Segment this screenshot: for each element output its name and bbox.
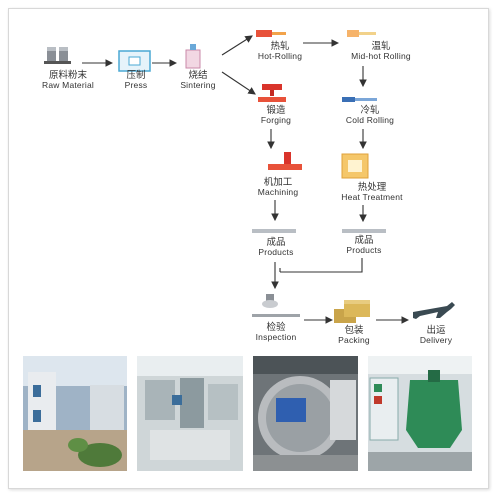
heat-treatment-cn: 热处理: [357, 182, 387, 193]
airplane-icon: [413, 302, 455, 319]
inspection-icon: [252, 294, 300, 317]
heat-treatment-node: 热处理 Heat Treatment: [330, 183, 414, 202]
delivery-node: 出运 Delivery: [408, 326, 464, 345]
packing-icon: [334, 300, 370, 323]
cold-rolling-cn: 冷轧: [360, 105, 380, 116]
inspection-en: Inspection: [255, 331, 297, 342]
forging-cn: 锻造: [266, 105, 286, 116]
flow-arrows: [82, 35, 410, 324]
delivery-cn: 出运: [426, 325, 446, 336]
workshop-photo: [137, 356, 243, 471]
hot-rolling-node: 热轧 Hot-Rolling: [246, 42, 314, 61]
products-right-cn: 成品: [354, 235, 374, 246]
mid-hot-rolling-en: Mid-hot Rolling: [351, 50, 411, 61]
products-icon-left: [252, 229, 296, 233]
forging-node: 锻造 Forging: [246, 106, 306, 125]
products-left-cn: 成品: [266, 237, 286, 248]
raw-material-icon: [44, 47, 71, 64]
forging-en: Forging: [260, 114, 292, 125]
inspection-node: 检验 Inspection: [244, 323, 308, 342]
cold-rolling-icon: [342, 97, 377, 102]
machining-en: Machining: [257, 186, 299, 197]
products-right-en: Products: [346, 244, 382, 255]
sintering-equipment-photo: [368, 356, 472, 471]
press-node: 压制 Press: [106, 71, 166, 90]
sintering-en: Sintering: [180, 79, 216, 90]
cold-rolling-node: 冷轧 Cold Rolling: [334, 106, 406, 125]
inspection-cn: 检验: [266, 322, 286, 333]
press-cn: 压制: [126, 70, 146, 81]
vacuum-furnace-photo: [253, 356, 358, 471]
forging-icon: [258, 84, 286, 102]
mid-hot-rolling-cn: 温轧: [371, 41, 391, 52]
cold-rolling-en: Cold Rolling: [345, 114, 395, 125]
press-icon: [118, 50, 151, 72]
packing-cn: 包装: [344, 325, 364, 336]
sintering-icon: [185, 44, 201, 69]
mid-hot-rolling-node: 温轧 Mid-hot Rolling: [338, 42, 424, 61]
products-left-en: Products: [258, 246, 294, 257]
machining-icon: [268, 152, 302, 170]
products-node-right: 成品 Products: [334, 236, 394, 255]
raw-material-cn: 原料粉末: [48, 70, 87, 81]
products-icon-right: [342, 229, 386, 233]
raw-material-en: Raw Material: [42, 79, 94, 90]
factory-exterior-photo: [23, 356, 127, 471]
machining-node: 机加工 Machining: [244, 178, 312, 197]
raw-material-node: 原料粉末 Raw Material: [28, 71, 108, 90]
products-node-left: 成品 Products: [246, 238, 306, 257]
press-en: Press: [124, 79, 148, 90]
heat-treatment-en: Heat Treatment: [341, 191, 403, 202]
sintering-node: 烧结 Sintering: [168, 71, 228, 90]
machining-cn: 机加工: [263, 177, 293, 188]
hot-rolling-en: Hot-Rolling: [257, 50, 303, 61]
sintering-cn: 烧结: [188, 70, 208, 81]
mid-hot-rolling-icon: [347, 30, 376, 37]
packing-node: 包装 Packing: [326, 326, 382, 345]
heat-treatment-icon: [341, 153, 369, 179]
delivery-en: Delivery: [419, 334, 453, 345]
hot-rolling-icon: [256, 30, 286, 37]
hot-rolling-cn: 热轧: [270, 41, 290, 52]
packing-en: Packing: [338, 334, 370, 345]
